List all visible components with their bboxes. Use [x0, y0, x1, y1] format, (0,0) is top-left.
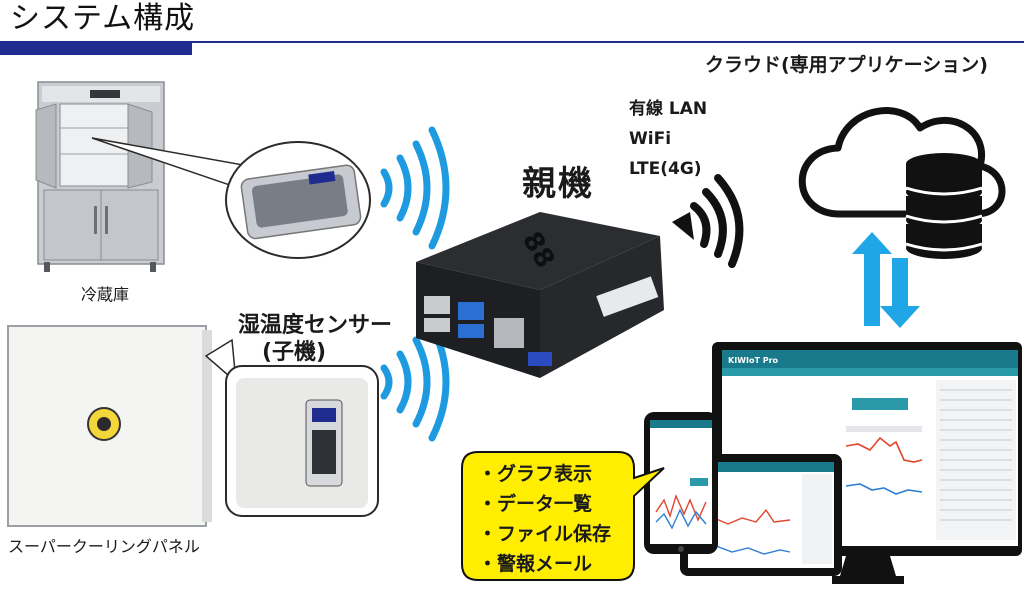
panel-sensor-device-image — [236, 378, 368, 508]
sensor-device-image — [240, 164, 362, 240]
network-option-wired-lan: 有線 LAN — [629, 99, 708, 119]
cooling-panel-label: スーパークーリングパネル — [8, 537, 200, 556]
feature-item-file-save: ・ファイル保存 — [478, 523, 612, 545]
sensor-sublabel: (子機) — [262, 340, 327, 365]
refrigerator-image — [35, 81, 165, 272]
gateway-label: 親機 — [522, 164, 594, 204]
smartphone-image — [644, 412, 718, 554]
wifi-waves-upper — [380, 126, 450, 250]
feature-callout-bubble — [461, 451, 665, 581]
gateway-device-image: 88 — [416, 212, 664, 378]
network-signal-icon — [672, 174, 744, 268]
page-title: システム構成 — [10, 1, 196, 36]
title-underline-thick — [0, 41, 192, 55]
network-option-wifi: WiFi — [629, 129, 672, 149]
refrigerator-label: 冷蔵庫 — [81, 285, 130, 304]
cloud-label: クラウド(専用アプリケーション) — [705, 54, 988, 76]
sensor-label: 湿温度センサー — [238, 313, 393, 338]
cloud-database-icon — [798, 107, 1006, 259]
desktop-monitor-image: KIWIoT Pro — [712, 342, 1022, 584]
title-underline-thin — [192, 41, 1024, 43]
panel-callout-pointer — [204, 338, 237, 384]
feature-item-data-list: ・データ一覧 — [478, 493, 593, 515]
monitor-app-name: KIWIoT Pro — [728, 356, 779, 365]
feature-item-graph: ・グラフ表示 — [478, 463, 593, 485]
sync-arrows-icon — [852, 232, 920, 328]
feature-item-alert-mail: ・警報メール — [478, 553, 593, 575]
cooling-panel-image — [7, 325, 212, 527]
network-option-lte: LTE(4G) — [629, 159, 702, 179]
